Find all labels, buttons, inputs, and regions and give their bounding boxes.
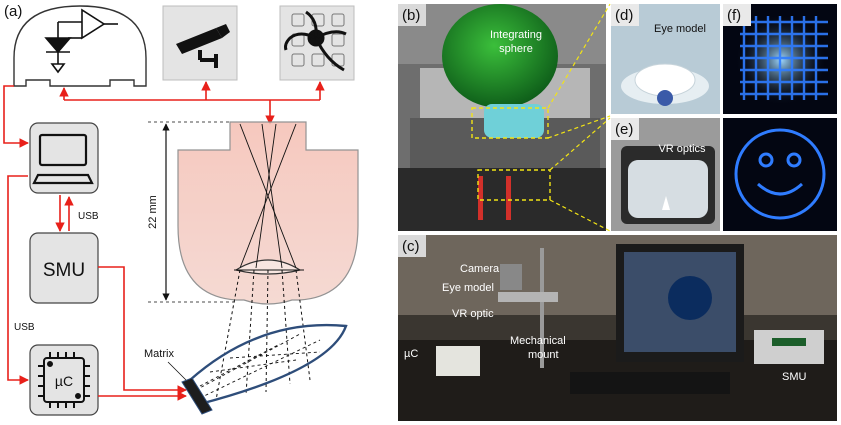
integrating-sphere-label-line2: sphere: [499, 43, 533, 55]
camera-label: Camera: [460, 263, 500, 275]
photodetector-box: [13, 5, 147, 87]
panel-label-c: (c): [402, 238, 420, 255]
panel-label-f: (f): [727, 7, 741, 24]
photo-panel-e: (e) VR optics: [611, 118, 720, 231]
panel-label-b: (b): [402, 7, 420, 24]
uc-label: µC: [55, 373, 73, 389]
usb-label-top: USB: [78, 211, 99, 222]
mount-label-line1: Mechanical: [510, 335, 566, 347]
photo-panel-f: (f): [723, 4, 837, 231]
matrix-label: Matrix: [144, 348, 174, 360]
chip-icon: [38, 352, 90, 408]
usb-label-left: USB: [14, 322, 35, 333]
electrode-matrix-box: [279, 5, 355, 81]
panel-label-e: (e): [615, 121, 633, 138]
eye-model-label-d: Eye model: [654, 23, 706, 35]
photo-panel-c: (c) Camera Eye model VR optic µC Mechani…: [398, 235, 837, 421]
smu-photo-label: SMU: [782, 371, 807, 383]
led-matrix: Matrix: [144, 323, 348, 415]
integrating-sphere-label-line1: Integrating: [490, 29, 542, 41]
security-camera-icon: [176, 24, 230, 68]
panel-label-d: (d): [615, 7, 633, 24]
connector-lines: [3, 81, 325, 401]
photodiode-icon: [44, 8, 118, 74]
smu-label: SMU: [43, 260, 85, 281]
vr-optics-label: VR optics: [658, 143, 706, 155]
uc-photo-label: µC: [404, 348, 418, 360]
computer-icon: [32, 133, 94, 185]
smu-box: SMU: [29, 232, 99, 304]
pixel-grid-pattern: [740, 16, 828, 100]
camera-box: [162, 5, 238, 81]
light-rays: [239, 123, 297, 269]
integrating-sphere-photo: [442, 4, 558, 108]
computer-box: [29, 122, 99, 194]
vr-optic-label: VR optic: [452, 308, 494, 320]
schematic-panel: (a): [3, 3, 359, 416]
panel-label-a: (a): [4, 3, 22, 20]
eye-model-cross-section: 22 mm: [147, 121, 359, 401]
photo-panel-b: (b) Integrating sphere: [398, 3, 611, 232]
mount-label-line2: mount: [528, 349, 559, 361]
photo-panel-d: (d) Eye model: [611, 4, 720, 114]
dimension-label: 22 mm: [147, 195, 159, 229]
connector-wires-icon: [284, 10, 347, 72]
eye-model-label-c: Eye model: [442, 282, 494, 294]
smiley-pattern: [734, 128, 826, 220]
microcontroller-box: µC: [29, 344, 99, 416]
